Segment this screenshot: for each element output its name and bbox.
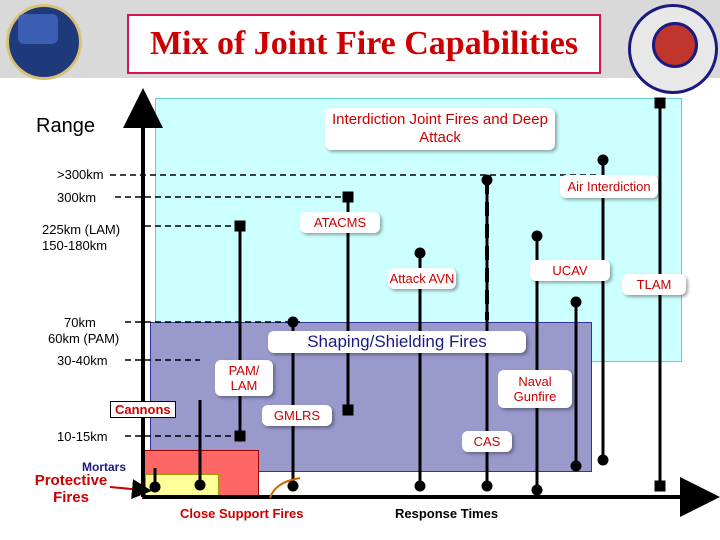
range-label-60: 60km (PAM) — [48, 331, 120, 346]
page-title: Mix of Joint Fire Capabilities — [149, 25, 579, 62]
title-box: Mix of Joint Fire Capabilities — [127, 14, 601, 74]
interdiction-label: Interdiction Joint Fires and Deep Attack — [325, 108, 555, 150]
pam-lam-label: PAM/ LAM — [215, 360, 273, 396]
range-label-150: 150-180km — [42, 238, 108, 253]
range-title: Range — [36, 115, 95, 137]
shaping-label: Shaping/Shielding Fires — [268, 331, 526, 353]
protective-label: Protective Fires — [34, 472, 108, 506]
ucav-label: UCAV — [530, 260, 610, 281]
close-support-label: Close Support Fires — [180, 506, 304, 521]
cas-seal-emblem-icon — [652, 22, 698, 68]
range-label-300plus: >300km — [57, 167, 104, 182]
program-seal-emblem-icon — [18, 14, 58, 44]
gmlrs-label: GMLRS — [262, 405, 332, 426]
range-label-10: 10-15km — [57, 429, 108, 444]
range-label-30: 30-40km — [57, 353, 108, 368]
range-label-225: 225km (LAM) — [42, 222, 121, 237]
close-support-pointer-arrow-icon — [269, 477, 301, 499]
attack-avn-label: Attack AVN — [388, 268, 456, 289]
air-interdiction-label: Air Interdiction — [560, 175, 658, 198]
cannons-label: Cannons — [110, 401, 176, 418]
response-times-label: Response Times — [395, 506, 499, 521]
cas-seal-icon — [628, 4, 718, 94]
range-label-70: 70km — [64, 315, 96, 330]
protective-pointer-arrow-icon — [109, 479, 152, 500]
mortars-label: Mortars — [82, 460, 127, 474]
naval-gunfire-label: Naval Gunfire — [498, 370, 572, 408]
cas-label: CAS — [462, 431, 512, 452]
tlam-label: TLAM — [622, 274, 686, 295]
range-label-300: 300km — [57, 190, 97, 205]
atacms-label: ATACMS — [300, 212, 380, 233]
